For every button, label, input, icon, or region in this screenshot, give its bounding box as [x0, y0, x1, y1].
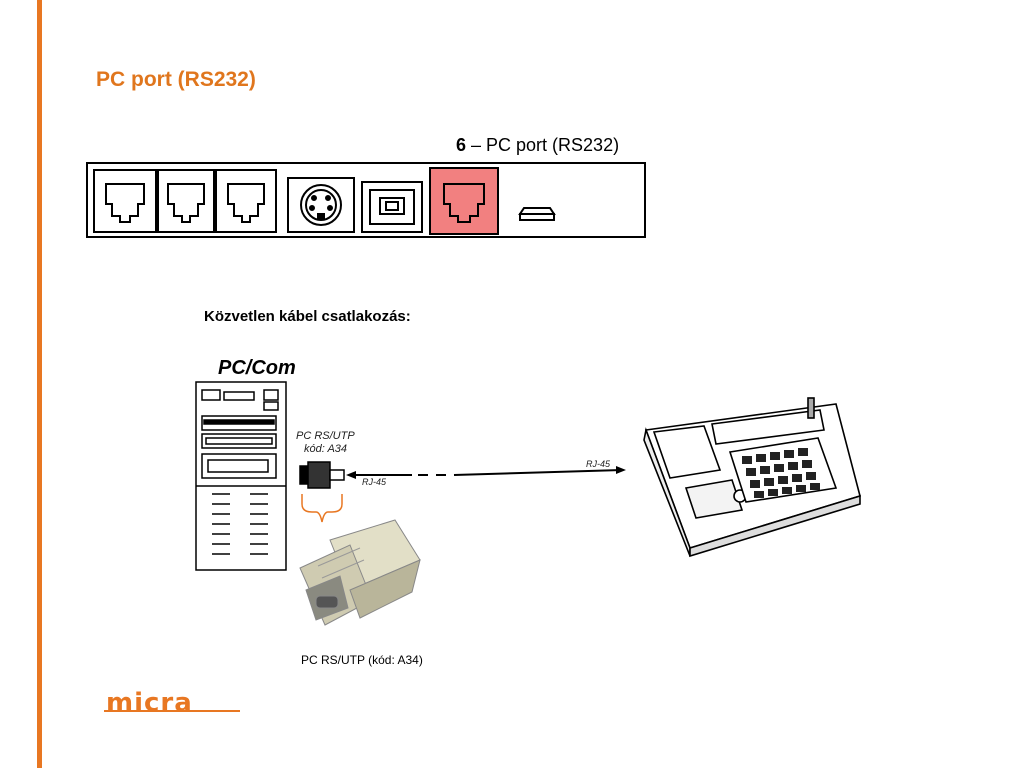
port-caption: 6 – PC port (RS232) [456, 135, 619, 156]
pc-com-label: PC/Com [218, 357, 296, 379]
rj45-label-left: RJ-45 [362, 477, 387, 487]
rs232-port-highlighted-icon [429, 167, 499, 235]
adapter-bracket [301, 494, 343, 523]
port-number: 6 [456, 135, 467, 155]
port-panel [86, 162, 646, 238]
rj-port-1-icon [93, 169, 157, 233]
pc-tower-icon [195, 381, 287, 571]
port-panel-drawing [93, 167, 556, 235]
rj45-label-right: RJ-45 [586, 459, 611, 469]
adapter-note-line2: kód: A34 [304, 443, 348, 455]
ps2-port-icon [287, 177, 355, 233]
slide-title: PC port (RS232) [96, 68, 256, 91]
cash-register-icon [643, 397, 861, 558]
cable-arrow-right-icon [616, 466, 626, 474]
left-accent-rule [37, 0, 42, 768]
usb-port-icon [361, 181, 423, 233]
rs-utp-adapter-photo [299, 519, 421, 626]
port-caption-text: – PC port (RS232) [466, 135, 620, 155]
connection-label: Közvetlen kábel csatlakozás: [204, 308, 411, 325]
db9-connector-icon [299, 461, 345, 489]
cable-arrow-left-icon [346, 471, 356, 479]
micra-logo: micra [106, 688, 193, 718]
adapter-note-line1: PC RS/UTP [296, 430, 355, 442]
adapter-caption: PC RS/UTP (kód: A34) [301, 653, 423, 667]
rj-port-3-icon [215, 169, 277, 233]
slot-icon [518, 207, 556, 221]
logo-underline [104, 710, 240, 712]
rj-port-2-icon [157, 169, 215, 233]
rj45-cable [350, 469, 623, 476]
